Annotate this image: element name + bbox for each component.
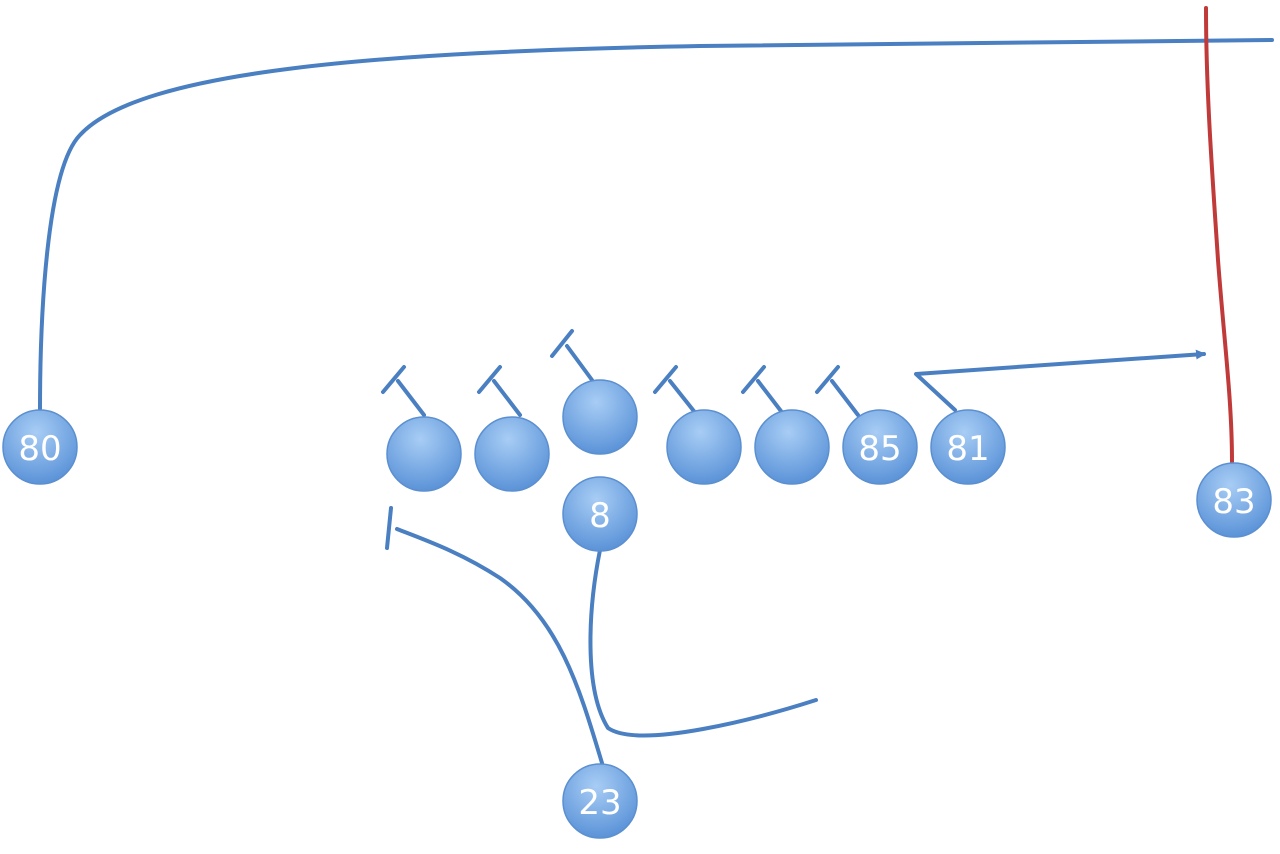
block-lineman-2-tick: [477, 365, 502, 394]
route-81: [914, 349, 1206, 412]
player-81-circle: [930, 409, 1006, 485]
player-lineman-1: [386, 416, 462, 492]
route-rb: [395, 527, 604, 765]
block-lineman-5: [756, 379, 786, 417]
block-tight-end-tick: [815, 365, 840, 394]
player-8: 8: [562, 476, 638, 552]
routes: [38, 6, 1274, 765]
player-81: 81: [930, 409, 1006, 485]
block-lineman-4: [668, 379, 699, 417]
player-lineman-2: [474, 416, 550, 492]
block-lineman-1: [396, 379, 426, 417]
player-8-circle: [562, 476, 638, 552]
block-lineman-5-tick: [741, 365, 766, 394]
player-23: 23: [562, 763, 638, 839]
block-lineman-2: [492, 379, 522, 417]
block-center-tick: [550, 329, 574, 358]
player-lineman-1-circle: [386, 416, 462, 492]
player-81-number: 81: [946, 429, 989, 469]
player-83: 83: [1196, 462, 1272, 538]
player-center-circle: [562, 379, 638, 455]
player-lineman-2-circle: [474, 416, 550, 492]
player-lineman-4-circle: [666, 409, 742, 485]
player-83-number: 83: [1212, 482, 1255, 522]
player-8-number: 8: [589, 496, 611, 536]
player-lineman-4: [666, 409, 742, 485]
player-83-circle: [1196, 462, 1272, 538]
player-85: 85: [842, 409, 918, 485]
route-83-motion: [1204, 6, 1234, 464]
route-80-deep: [38, 38, 1274, 412]
player-80-number: 80: [18, 429, 61, 469]
player-23-circle: [562, 763, 638, 839]
block-tight-end: [830, 379, 860, 417]
player-center: [562, 379, 638, 455]
player-lineman-5-circle: [754, 409, 830, 485]
block-center: [565, 344, 594, 382]
player-85-circle: [842, 409, 918, 485]
player-lineman-5: [754, 409, 830, 485]
player-80: 80: [2, 409, 78, 485]
route-rb-tick: [385, 506, 393, 550]
block-lineman-1-tick: [381, 365, 406, 394]
players: 80 85 81: [2, 379, 1272, 839]
player-85-number: 85: [858, 429, 901, 469]
route-qb: [588, 548, 818, 738]
player-23-number: 23: [578, 783, 621, 823]
block-lineman-4-tick: [653, 365, 678, 394]
player-80-circle: [2, 409, 78, 485]
